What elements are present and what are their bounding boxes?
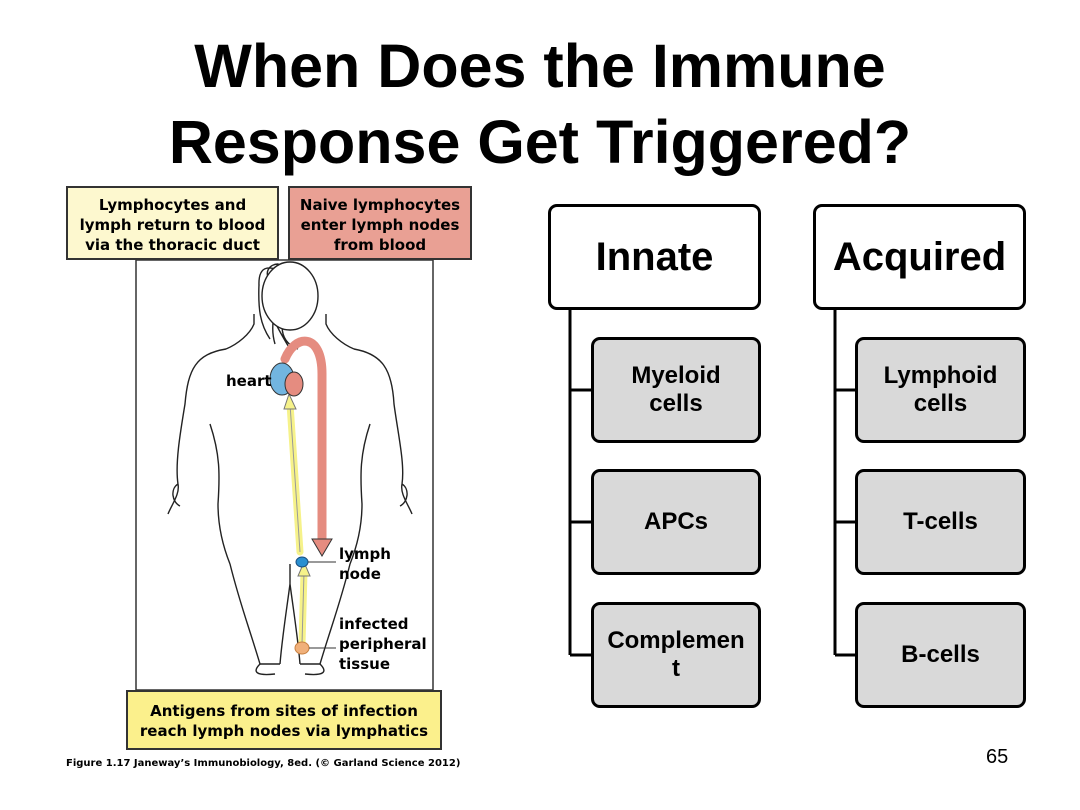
box-line: Lymphocytes and xyxy=(98,196,247,214)
blood-vessel-arrow xyxy=(280,336,327,544)
innate-node: Innate xyxy=(548,204,761,310)
innate-child-complement: Complemen t xyxy=(591,602,761,708)
heart-icon xyxy=(269,362,304,397)
node-line: t xyxy=(672,655,680,682)
node-line: cells xyxy=(913,390,968,417)
node-line: cells xyxy=(649,390,703,417)
node-line: T-cells xyxy=(903,508,978,535)
box-line: enter lymph nodes xyxy=(300,216,460,234)
box-line: reach lymph nodes via lymphatics xyxy=(139,722,429,740)
label-line: tissue xyxy=(339,655,391,673)
title-line-1: When Does the Immune xyxy=(194,32,886,100)
innate-label: Innate xyxy=(595,234,714,279)
innate-child-apcs: APCs xyxy=(591,469,761,575)
box-line: Naive lymphocytes xyxy=(299,196,461,214)
figure-caption: Figure 1.17 Janeway’s Immunobiology, 8ed… xyxy=(66,758,461,769)
label-line: peripheral xyxy=(339,635,427,653)
lymph-circulation-figure: Lymphocytes and lymph return to blood vi… xyxy=(60,184,480,784)
label-heart: heart xyxy=(226,372,272,390)
box-line: via the thoracic duct xyxy=(85,236,260,254)
acquired-child-lymphoid: Lymphoid cells xyxy=(855,337,1026,443)
node-line: Myeloid xyxy=(631,362,721,389)
slide-title: When Does the Immune Response Get Trigge… xyxy=(0,28,1080,180)
box-line: lymph return to blood xyxy=(79,216,266,234)
page-number: 65 xyxy=(986,746,1009,768)
node-line: Complemen xyxy=(607,627,745,654)
box-line: Antigens from sites of infection xyxy=(150,702,418,720)
node-line: B-cells xyxy=(901,641,980,668)
label-lymph-node: lymph node xyxy=(339,544,391,584)
acquired-node: Acquired xyxy=(813,204,1026,310)
box-naive-lymphocytes: Naive lymphocytes enter lymph nodes from… xyxy=(288,186,472,260)
label-infected-tissue: infected peripheral tissue xyxy=(339,614,427,674)
acquired-child-tcells: T-cells xyxy=(855,469,1026,575)
label-line: node xyxy=(339,565,381,583)
acquired-label: Acquired xyxy=(832,234,1007,279)
box-thoracic-duct: Lymphocytes and lymph return to blood vi… xyxy=(66,186,279,260)
label-line: infected xyxy=(339,615,409,633)
acquired-child-bcells: B-cells xyxy=(855,602,1026,708)
innate-child-myeloid: Myeloid cells xyxy=(591,337,761,443)
title-line-2: Response Get Triggered? xyxy=(168,108,912,176)
body-illustration xyxy=(135,259,434,691)
box-line: from blood xyxy=(333,236,427,254)
box-antigens: Antigens from sites of infection reach l… xyxy=(126,690,442,750)
label-line: lymph xyxy=(339,545,391,563)
node-line: APCs xyxy=(643,508,709,535)
node-line: Lymphoid xyxy=(883,362,998,389)
